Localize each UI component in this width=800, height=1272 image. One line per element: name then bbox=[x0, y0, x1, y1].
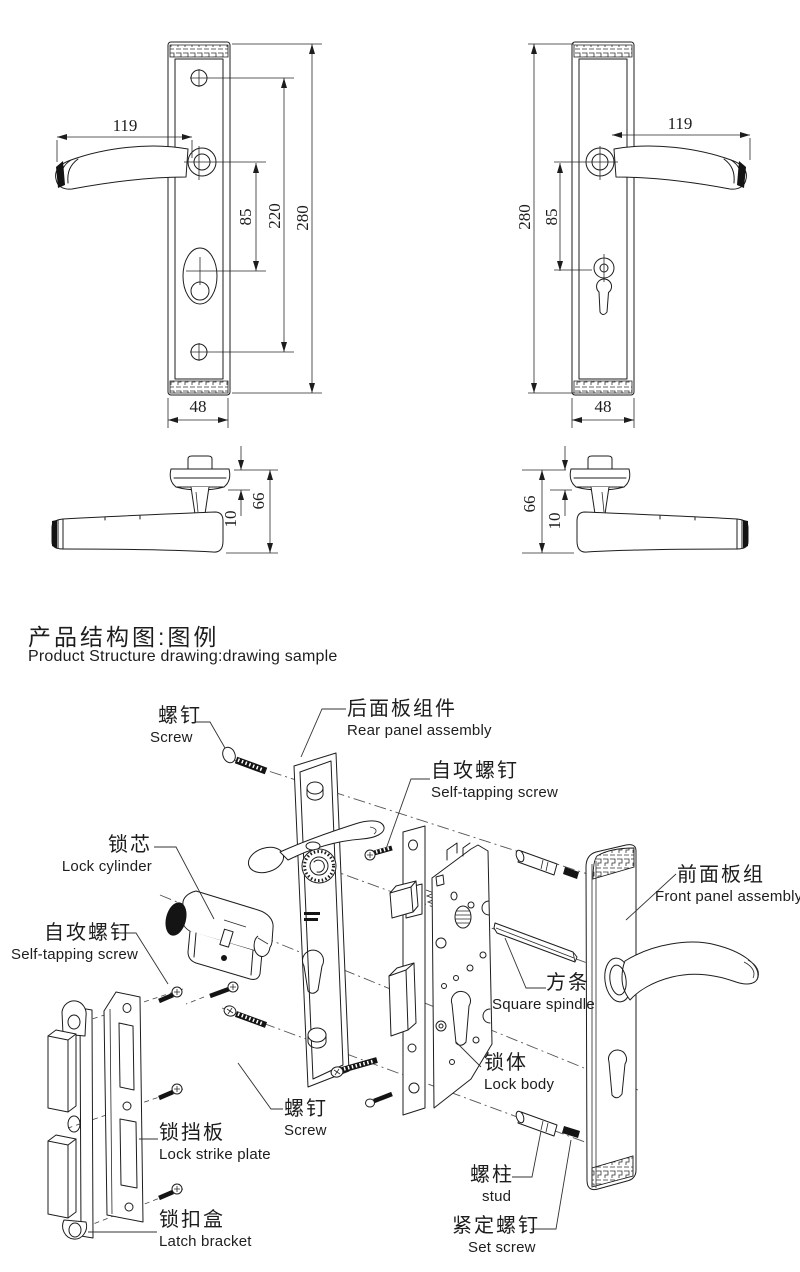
follower-hole bbox=[455, 906, 471, 928]
dimension-lines-side-left bbox=[226, 446, 278, 553]
label-strike-plate-cn: 锁挡板 bbox=[159, 1122, 225, 1144]
set-screw-top-part bbox=[563, 867, 579, 879]
label-screw-top: 螺钉 Screw bbox=[150, 703, 202, 747]
dim-220-left: 220 bbox=[265, 203, 284, 229]
side-view-left-drawing bbox=[52, 446, 278, 553]
label-strike-plate: 锁挡板 Lock strike plate bbox=[159, 1120, 271, 1164]
label-screw-top-cn: 螺钉 bbox=[158, 705, 202, 727]
leader-lines bbox=[88, 709, 676, 1232]
set-screw-bottom-part bbox=[562, 1126, 580, 1138]
plate-front-right-drawing bbox=[528, 42, 750, 428]
deadbolt bbox=[389, 963, 416, 1036]
rear-panel-part bbox=[245, 753, 384, 1087]
dimension-lines-side-right bbox=[522, 446, 574, 553]
rear-keyhole bbox=[303, 950, 324, 993]
selftap-screws-left-parts bbox=[159, 982, 238, 1198]
label-latch-bracket-cn: 锁扣盒 bbox=[159, 1209, 225, 1231]
latch-bolt bbox=[390, 881, 436, 918]
label-set-screw-cn: 紧定螺钉 bbox=[452, 1215, 540, 1237]
plate-front-left-drawing bbox=[56, 42, 322, 428]
stud-top-part bbox=[515, 849, 557, 875]
label-set-screw-en: Set screw bbox=[468, 1239, 536, 1256]
label-front-panel-cn: 前面板组 bbox=[677, 864, 765, 886]
dimension-lines-left-plate bbox=[57, 44, 322, 428]
dim-66-side-right: 66 bbox=[520, 495, 539, 513]
label-stud: 螺柱 stud bbox=[470, 1162, 514, 1206]
handle-lever-left bbox=[56, 146, 266, 189]
screw-bottom-parts bbox=[223, 1004, 392, 1107]
label-selftap-left-en: Self-tapping screw bbox=[11, 946, 138, 963]
label-stud-en: stud bbox=[482, 1188, 512, 1205]
dim-66-side-left: 66 bbox=[249, 492, 268, 510]
label-latch-bracket-en: Latch bracket bbox=[159, 1233, 252, 1250]
label-selftap-top-en: Self-tapping screw bbox=[431, 784, 558, 801]
label-rear-panel-cn: 后面板组件 bbox=[347, 698, 457, 720]
label-screw-bottom-en: Screw bbox=[284, 1122, 327, 1139]
label-front-panel-en: Front panel assembly bbox=[655, 888, 800, 905]
latch-bracket-part bbox=[48, 1001, 93, 1239]
dimension-lines-right-plate bbox=[528, 44, 750, 428]
sheet-title-cn: 产品结构图:图例 bbox=[28, 624, 220, 650]
handle-lever-right bbox=[554, 146, 746, 189]
label-stud-cn: 螺柱 bbox=[470, 1164, 514, 1186]
thumbturn-knob bbox=[302, 842, 336, 883]
label-lock-cylinder: 锁芯 Lock cylinder bbox=[60, 832, 152, 876]
label-front-panel: 前面板组 Front panel assembly bbox=[655, 862, 800, 906]
front-keyhole bbox=[608, 1050, 626, 1098]
dim-280-left: 280 bbox=[293, 205, 312, 231]
dim-10-side-right: 10 bbox=[545, 512, 564, 530]
dim-280-right: 280 bbox=[515, 204, 534, 230]
stud-bottom-part bbox=[515, 1110, 557, 1136]
front-panel-part bbox=[586, 845, 759, 1190]
label-lock-body: 锁体 Lock body bbox=[484, 1050, 554, 1094]
label-selftap-top-cn: 自攻螺钉 bbox=[431, 760, 519, 782]
label-set-screw: 紧定螺钉 Set screw bbox=[452, 1213, 540, 1257]
label-screw-bottom: 螺钉 Screw bbox=[284, 1096, 328, 1140]
lock-body-part bbox=[432, 843, 492, 1108]
dim-48-left: 48 bbox=[189, 397, 207, 416]
label-lock-cylinder-en: Lock cylinder bbox=[61, 858, 152, 875]
label-square-spindle-cn: 方条 bbox=[546, 972, 590, 994]
lock-cylinder-part bbox=[165, 891, 273, 979]
label-lock-cylinder-cn: 锁芯 bbox=[108, 834, 152, 856]
label-selftap-left-cn: 自攻螺钉 bbox=[44, 922, 132, 944]
label-screw-bottom-cn: 螺钉 bbox=[284, 1098, 328, 1120]
dim-10-side-left: 10 bbox=[221, 510, 240, 528]
selftap-screw-upper-part bbox=[365, 848, 392, 860]
label-lock-body-en: Lock body bbox=[484, 1076, 555, 1093]
square-spindle-part bbox=[494, 923, 577, 962]
cylinder-escutcheon-left bbox=[183, 248, 266, 304]
dim-85-left: 85 bbox=[236, 208, 255, 226]
exploded-assembly-diagram bbox=[48, 709, 759, 1239]
label-square-spindle-en: Square spindle bbox=[492, 996, 595, 1013]
dim-handle-length-left: 119 bbox=[112, 116, 138, 135]
label-square-spindle: 方条 Square spindle bbox=[492, 970, 595, 1014]
label-strike-plate-en: Lock strike plate bbox=[159, 1146, 271, 1163]
dim-85-right: 85 bbox=[542, 208, 561, 226]
label-selftap-top: 自攻螺钉 Self-tapping screw bbox=[431, 758, 558, 802]
sheet-title-en: Product Structure drawing:drawing sample bbox=[28, 648, 338, 665]
label-screw-top-en: Screw bbox=[150, 729, 193, 746]
label-rear-panel-en: Rear panel assembly bbox=[347, 722, 492, 739]
label-latch-bracket: 锁扣盒 Latch bracket bbox=[159, 1207, 252, 1251]
rear-panel-handle bbox=[245, 821, 384, 877]
side-view-right-drawing bbox=[522, 446, 748, 553]
label-selftap-left: 自攻螺钉 Self-tapping screw bbox=[0, 920, 138, 964]
screw-top-part bbox=[220, 745, 266, 771]
label-lock-body-cn: 锁体 bbox=[484, 1052, 528, 1074]
label-rear-panel: 后面板组件 Rear panel assembly bbox=[347, 696, 492, 740]
dim-handle-length-right: 119 bbox=[667, 114, 693, 133]
strike-plate-part bbox=[104, 992, 143, 1222]
front-panel-handle bbox=[602, 942, 758, 1003]
dim-48-right: 48 bbox=[594, 397, 612, 416]
